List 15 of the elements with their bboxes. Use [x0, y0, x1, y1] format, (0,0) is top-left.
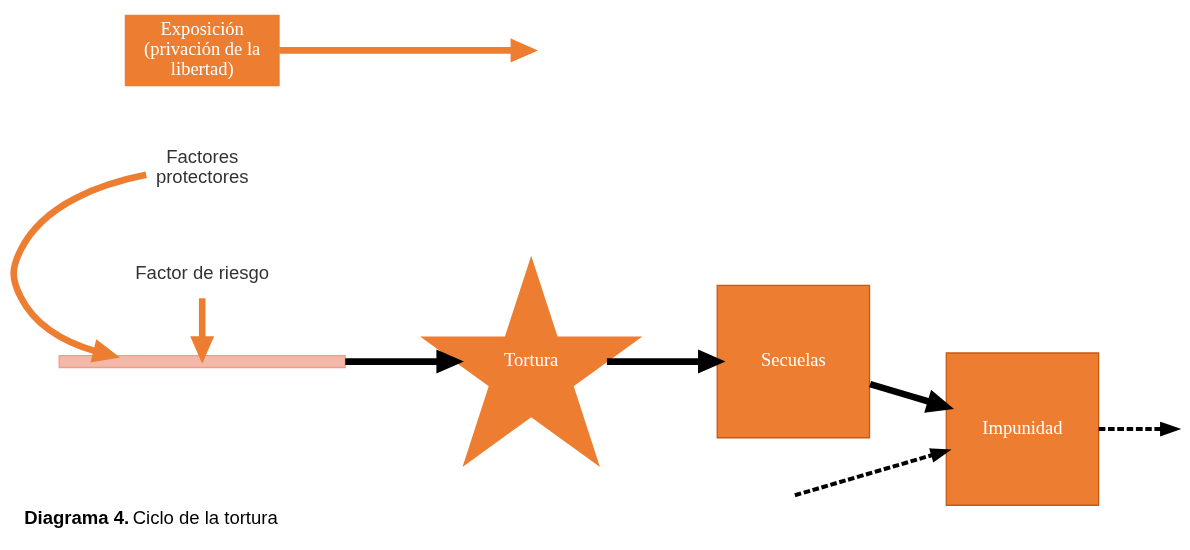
- arrow: [794, 447, 952, 497]
- arrow: [190, 297, 215, 364]
- node-box: Impunidad: [945, 351, 1100, 506]
- caption: Diagrama 4. Ciclo de la tortura: [24, 506, 278, 528]
- arrow: [606, 349, 726, 374]
- arrow: [10, 171, 147, 363]
- node-bar: [58, 354, 346, 368]
- arrow: [1098, 421, 1182, 437]
- node-text: Factores protectores: [155, 145, 249, 187]
- arrow: [345, 349, 464, 374]
- arrow: [869, 380, 954, 413]
- node-box: Secuelas: [716, 284, 871, 438]
- node-text: Factor de riesgo: [135, 261, 270, 283]
- node-box: Exposición (privación de la libertad): [124, 14, 280, 86]
- arrow: [279, 37, 539, 62]
